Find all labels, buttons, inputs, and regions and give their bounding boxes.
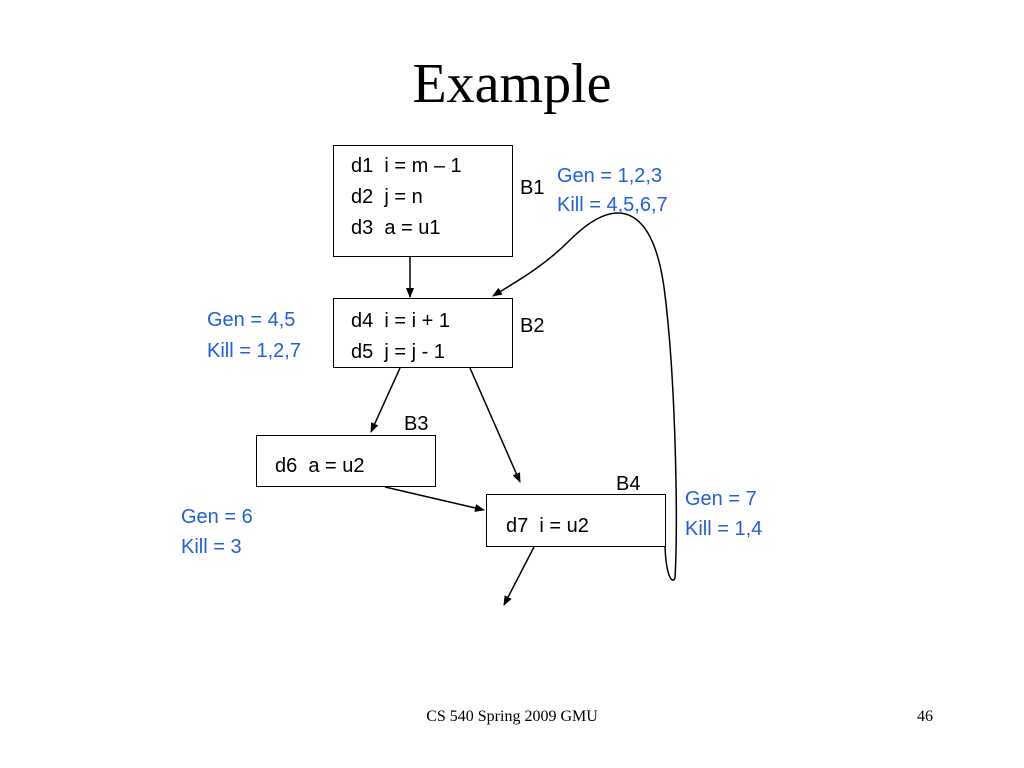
b4-label: B4 xyxy=(616,473,641,495)
block-b2 xyxy=(333,298,513,368)
edge-b3-b4 xyxy=(384,486,485,512)
b1-kill-annotation: Kill = 4,5,6,7 xyxy=(557,194,668,216)
b4-gen-annotation: Gen = 7 xyxy=(685,488,757,510)
b3-label: B3 xyxy=(404,413,429,435)
edge-b2-b3 xyxy=(370,367,401,433)
block-b3 xyxy=(256,435,436,487)
b2-gen-annotation: Gen = 4,5 xyxy=(207,309,296,331)
b3-line-d6: d6 a = u2 xyxy=(275,455,365,477)
page-number: 46 xyxy=(917,708,933,725)
b4-kill-annotation: Kill = 1,4 xyxy=(685,518,763,540)
b2-line-d5: d5 j = j - 1 xyxy=(351,341,445,363)
b1-line-d3: d3 a = u1 xyxy=(351,217,441,239)
b3-kill-annotation: Kill = 3 xyxy=(181,536,242,558)
b4-line-d7: d7 i = u2 xyxy=(506,515,589,537)
b1-line-d2: d2 j = n xyxy=(351,186,423,208)
footer-course: CS 540 Spring 2009 GMU xyxy=(426,708,598,725)
b2-line-d4: d4 i = i + 1 xyxy=(351,310,450,332)
b2-kill-annotation: Kill = 1,2,7 xyxy=(207,340,301,362)
b1-label: B1 xyxy=(520,177,545,199)
b3-gen-annotation: Gen = 6 xyxy=(181,506,253,528)
slide-title: Example xyxy=(412,53,612,115)
edge-b4-exit xyxy=(503,546,535,606)
block-b1 xyxy=(333,145,513,257)
edge-b2-b4 xyxy=(469,367,521,483)
b1-line-d1: d1 i = m – 1 xyxy=(351,155,462,177)
b1-gen-annotation: Gen = 1,2,3 xyxy=(557,165,663,187)
block-b4 xyxy=(486,494,666,547)
b2-label: B2 xyxy=(520,315,545,337)
edge-b4-b2-loop xyxy=(492,212,677,581)
